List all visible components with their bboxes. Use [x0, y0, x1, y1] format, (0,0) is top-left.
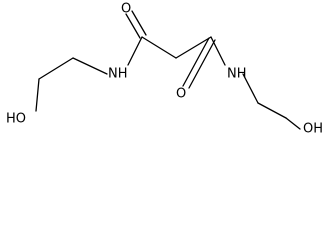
oxygen-label-right-carbonyl: O [176, 87, 186, 102]
bond-cb-o3 [35, 78, 40, 112]
bond-ca-cb [38, 57, 74, 80]
oxygen-label-left-carbonyl: O [121, 2, 131, 17]
chemical-structure-diagram: O O NH NH HO OH [6, 2, 323, 137]
hydroxyl-label-right: OH [303, 122, 323, 137]
amide-nh-label-right: NH [227, 67, 247, 82]
bond-n2-cc [242, 73, 259, 104]
bond-c2-o2-b [188, 39, 216, 89]
bond-c1-o1-b [131, 10, 147, 36]
bond-cd-o4 [285, 117, 301, 130]
hydroxyl-label-left: HO [6, 112, 26, 127]
bond-c2-o2-a [182, 37, 210, 87]
bond-c1-n1 [127, 36, 143, 66]
bond-n1-ca [72, 57, 108, 75]
molecule-drawing: O O NH NH HO OH [6, 2, 323, 137]
amide-nh-label-left: NH [108, 67, 128, 82]
bond-ch2-c2 [175, 36, 212, 59]
bond-c1-ch2 [141, 36, 177, 59]
bond-network [35, 10, 301, 130]
bond-cc-cd [257, 102, 287, 119]
bond-c2-n2 [210, 36, 226, 66]
bond-c1-o1-a [125, 13, 141, 39]
